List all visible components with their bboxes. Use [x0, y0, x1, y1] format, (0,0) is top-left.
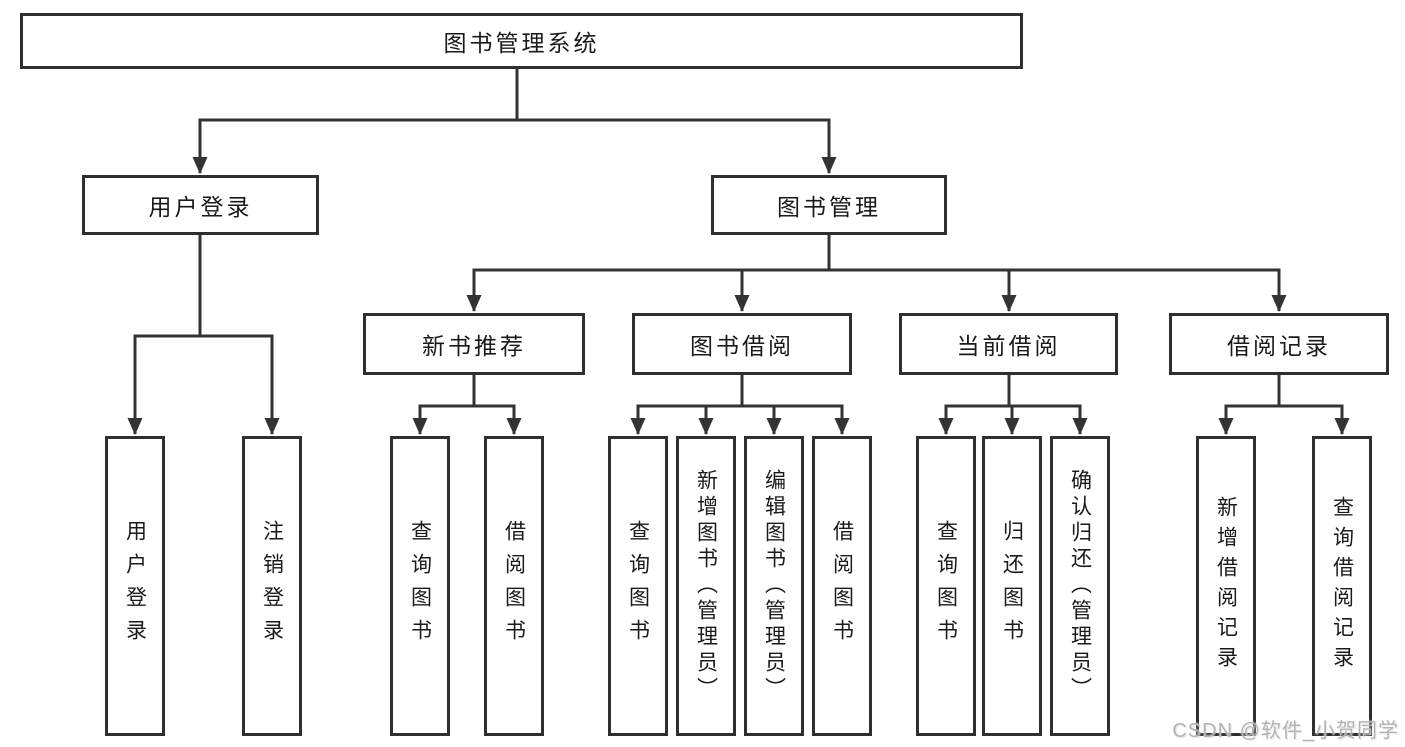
node-leaf-cb-query-books: 查询图书 — [916, 436, 976, 736]
node-label: 新增图书（管理员） — [694, 469, 718, 703]
csdn-watermark: CSDN @软件_小贺同学 — [1172, 720, 1399, 742]
node-book-management: 图书管理 — [711, 175, 947, 235]
node-label: 查询图书 — [408, 520, 432, 652]
node-borrow-record: 借阅记录 — [1169, 313, 1389, 375]
node-label: 用户登录 — [148, 194, 253, 220]
node-label: 编辑图书（管理员） — [762, 469, 786, 703]
node-leaf-bb-borrow-books: 借阅图书 — [812, 436, 872, 736]
node-label: 查询借阅记录 — [1330, 496, 1354, 676]
node-label: 图书管理系统 — [443, 30, 600, 56]
node-leaf-cb-return-books: 归还图书 — [982, 436, 1042, 736]
node-leaf-bb-edit-books-admin: 编辑图书（管理员） — [744, 436, 804, 736]
node-new-book-recommend: 新书推荐 — [363, 313, 585, 375]
node-label: 确认归还（管理员） — [1068, 469, 1092, 703]
node-leaf-nbr-query-books: 查询图书 — [390, 436, 450, 736]
node-current-borrow: 当前借阅 — [899, 313, 1118, 375]
node-leaf-bb-add-books-admin: 新增图书（管理员） — [676, 436, 736, 736]
node-label: 当前借阅 — [956, 333, 1061, 359]
node-leaf-br-add-record: 新增借阅记录 — [1196, 436, 1256, 736]
node-leaf-bb-query-books: 查询图书 — [608, 436, 668, 736]
node-book-borrow: 图书借阅 — [632, 313, 852, 375]
node-label: 注销登录 — [260, 520, 284, 652]
node-label: 查询图书 — [934, 520, 958, 652]
node-leaf-logout: 注销登录 — [242, 436, 302, 736]
node-library-management-system: 图书管理系统 — [20, 13, 1023, 69]
node-label: 查询图书 — [626, 520, 650, 652]
node-user-login: 用户登录 — [82, 175, 319, 235]
node-label: 借阅记录 — [1227, 333, 1331, 359]
node-label: 图书借阅 — [690, 333, 794, 359]
node-label: 新增借阅记录 — [1214, 496, 1238, 676]
node-label: 新书推荐 — [422, 333, 526, 359]
node-label: 借阅图书 — [502, 520, 526, 652]
node-leaf-br-query-record: 查询借阅记录 — [1312, 436, 1372, 736]
node-leaf-nbr-borrow-books: 借阅图书 — [484, 436, 544, 736]
node-label: 用户登录 — [123, 520, 147, 652]
node-leaf-user-login: 用户登录 — [105, 436, 165, 736]
node-leaf-cb-confirm-return-admin: 确认归还（管理员） — [1050, 436, 1110, 736]
node-label: 借阅图书 — [830, 520, 854, 652]
node-label: 归还图书 — [1000, 520, 1024, 652]
node-label: 图书管理 — [777, 194, 881, 220]
